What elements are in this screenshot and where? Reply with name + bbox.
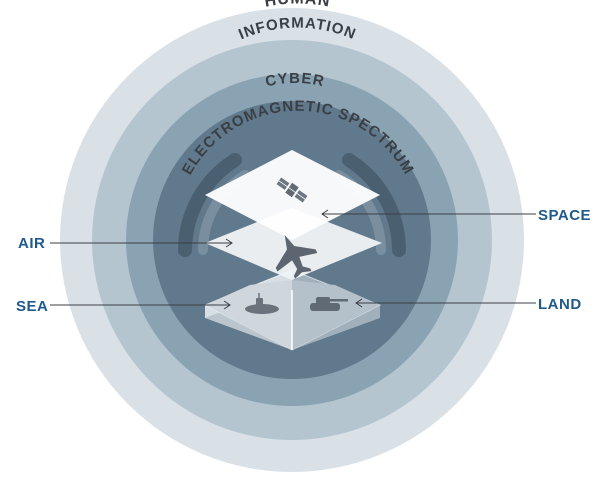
radio-wave-icon <box>178 153 406 257</box>
label-sea: SEA <box>16 298 48 315</box>
surface-block <box>203 269 382 351</box>
satellite-icon <box>276 177 308 203</box>
ring-label-human: HUMAN <box>263 0 331 11</box>
tank-icon <box>310 297 348 311</box>
label-space: SPACE <box>538 207 591 224</box>
ring-label-cyber: CYBER <box>264 70 326 91</box>
label-air: AIR <box>18 235 45 252</box>
label-land: LAND <box>538 296 582 313</box>
air-plane <box>205 208 382 280</box>
fighter-jet-icon <box>275 235 318 279</box>
submarine-icon <box>245 293 279 314</box>
land-block-face <box>292 280 380 350</box>
sea-block-face <box>205 280 292 350</box>
